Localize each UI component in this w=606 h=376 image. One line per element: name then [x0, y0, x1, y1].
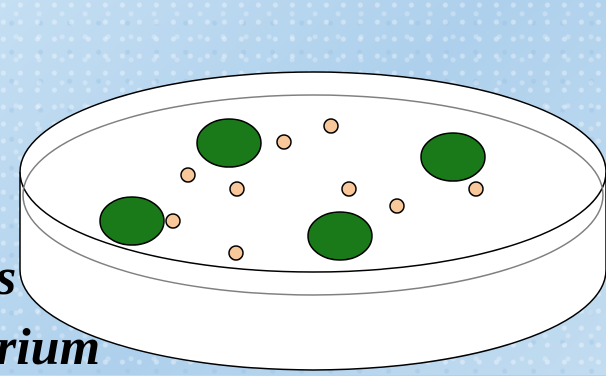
- small-colony: [228, 245, 244, 261]
- small-colony: [229, 181, 245, 197]
- large-colony: [307, 211, 373, 261]
- small-colony: [180, 167, 196, 183]
- caption-line-1: s: [0, 252, 16, 304]
- small-colony: [323, 118, 339, 134]
- colonies-layer: [99, 118, 486, 261]
- caption-line-2: rium: [0, 319, 101, 376]
- petri-dish-inner-rim: [22, 94, 604, 296]
- small-colony: [468, 181, 484, 197]
- large-colony: [196, 118, 262, 168]
- small-colony: [276, 134, 292, 150]
- petri-dish-base-edge: [19, 172, 606, 371]
- small-colony: [165, 213, 181, 229]
- large-colony: [420, 132, 486, 182]
- large-colony: [99, 196, 165, 246]
- small-colony: [341, 181, 357, 197]
- small-colony: [389, 198, 405, 214]
